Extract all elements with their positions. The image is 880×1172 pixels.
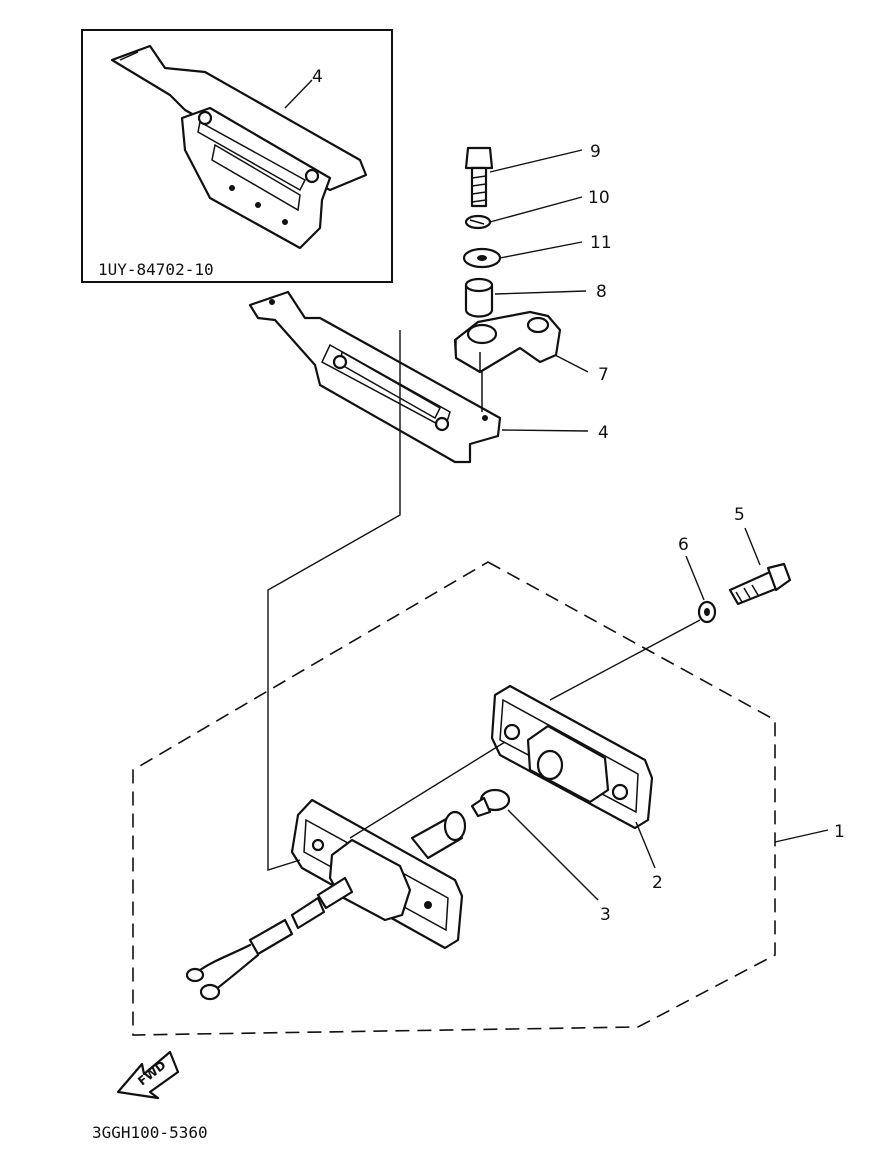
assembly-boundary bbox=[132, 561, 776, 1036]
leader-1 bbox=[774, 829, 829, 843]
bracket-4 bbox=[248, 290, 502, 464]
leader-11 bbox=[499, 241, 583, 259]
callout-7: 7 bbox=[598, 365, 609, 385]
leader-2 bbox=[635, 821, 656, 869]
callout-9: 9 bbox=[590, 142, 601, 162]
leader-8 bbox=[494, 290, 587, 295]
callout-11: 11 bbox=[590, 233, 612, 253]
leader-7 bbox=[554, 354, 589, 373]
lamp-housing bbox=[290, 798, 464, 950]
callout-2: 2 bbox=[652, 873, 663, 893]
callout-10: 10 bbox=[588, 188, 610, 208]
inset-leader-4 bbox=[284, 79, 313, 109]
callout-8: 8 bbox=[596, 282, 607, 302]
callout-4: 4 bbox=[598, 423, 609, 443]
collar-8 bbox=[464, 277, 494, 318]
guide-lens-to-housing bbox=[349, 741, 506, 839]
figure-code: 3GGH100-5360 bbox=[92, 1123, 208, 1142]
washer-6 bbox=[697, 600, 717, 624]
bulb-socket bbox=[410, 810, 467, 860]
lens-2 bbox=[490, 684, 654, 830]
callout-5: 5 bbox=[734, 505, 745, 525]
mounting-guide-line bbox=[267, 330, 401, 871]
callout-6: 6 bbox=[678, 535, 689, 555]
stay-7 bbox=[453, 310, 562, 374]
guide-washer-to-lens bbox=[549, 619, 701, 701]
bulb-3 bbox=[470, 788, 511, 818]
inset-part-number: 1UY-84702-10 bbox=[98, 260, 214, 279]
inset-bracket bbox=[110, 44, 368, 250]
inset-callout-4: 4 bbox=[312, 67, 323, 87]
leader-6 bbox=[685, 555, 705, 601]
callout-1: 1 bbox=[834, 822, 845, 842]
washer-11 bbox=[462, 247, 502, 269]
leader-5 bbox=[744, 527, 761, 566]
leader-9 bbox=[489, 149, 583, 173]
leader-4 bbox=[501, 429, 589, 432]
leader-3 bbox=[507, 809, 599, 901]
inset-panel: 4 1UY-84702-10 bbox=[81, 29, 393, 283]
wire-lead bbox=[185, 876, 354, 1001]
bolt-5 bbox=[728, 562, 792, 606]
bolt-9 bbox=[464, 146, 494, 208]
fwd-arrow-icon: FWD bbox=[116, 1050, 180, 1100]
leader-10 bbox=[489, 196, 583, 223]
callout-3: 3 bbox=[600, 905, 611, 925]
